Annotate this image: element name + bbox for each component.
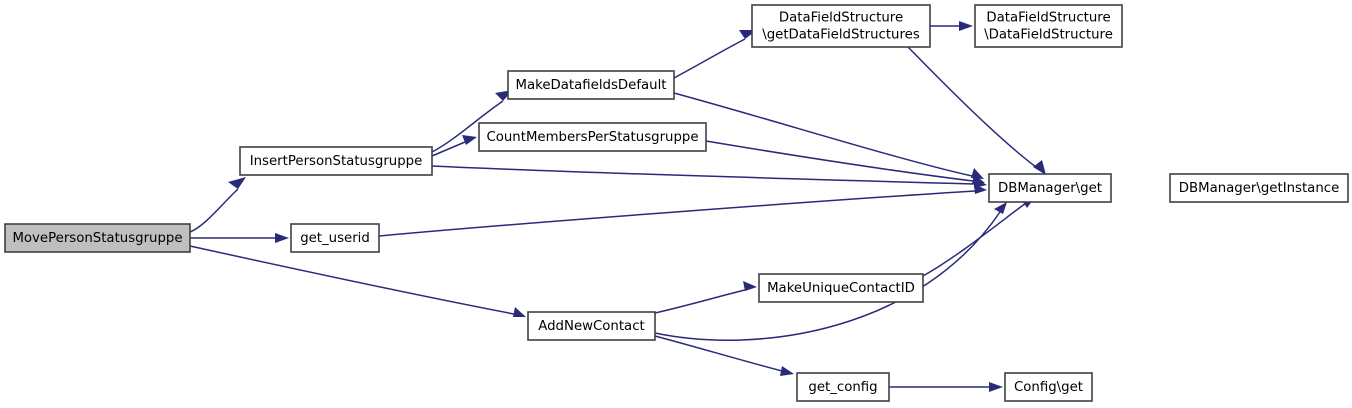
graph-node-get_config[interactable]: get_config	[796, 372, 890, 402]
node-box[interactable]	[796, 372, 890, 402]
edge-make_datafields_default-to-datafieldstructure_getdatafieldstructures	[673, 30, 757, 79]
graph-node-make_datafields_default[interactable]: MakeDatafieldsDefault	[507, 70, 675, 100]
edge-move_person_statusgruppe-to-get_userid	[190, 233, 289, 243]
arrowhead-icon	[275, 233, 289, 243]
graph-node-datafieldstructure_getdatafieldstructures[interactable]: DataFieldStructure \getDataFieldStructure…	[751, 4, 931, 48]
arrowhead-icon	[228, 177, 246, 189]
edge-get_userid-to-dbmanager_get	[378, 184, 987, 237]
graph-node-dbmanager_getinstance[interactable]: DBManager\getInstance	[1169, 173, 1349, 203]
arrowhead-icon	[513, 307, 526, 317]
node-box[interactable]	[1004, 372, 1093, 402]
node-label: get_userid	[300, 231, 370, 246]
graph-node-insert_person_statusgruppe[interactable]: InsertPersonStatusgruppe	[239, 146, 433, 176]
node-box[interactable]	[478, 122, 707, 152]
arrowhead-icon	[974, 184, 987, 194]
node-box[interactable]	[290, 223, 380, 253]
node-label: AddNewContact	[538, 319, 644, 334]
node-label: InsertPersonStatusgruppe	[250, 154, 423, 169]
graph-node-config_get[interactable]: Config\get	[1004, 372, 1093, 402]
node-box[interactable]	[507, 70, 675, 100]
edge-add_new_contact-to-get_config	[654, 335, 794, 376]
edge-datafieldstructure_getdatafieldstructures-to-datafieldstructure_datafieldstructure	[930, 21, 973, 31]
edge-add_new_contact-to-make_unique_contact_id	[654, 281, 757, 314]
node-label: DataFieldStructure	[779, 11, 903, 26]
node-label: DBManager\get	[998, 181, 1102, 196]
edges-layer	[189, 21, 1046, 392]
edge-datafieldstructure_getdatafieldstructures-to-dbmanager_get	[907, 46, 1046, 175]
arrowhead-icon	[780, 366, 794, 376]
graph-node-make_unique_contact_id[interactable]: MakeUniqueContactID	[758, 273, 924, 303]
node-label: get_config	[808, 380, 877, 395]
arrowhead-icon	[972, 174, 985, 184]
node-box[interactable]	[751, 4, 931, 48]
node-label: Config\get	[1014, 380, 1083, 395]
node-box[interactable]	[758, 273, 924, 303]
node-box[interactable]	[988, 173, 1112, 203]
edge-make_unique_contact_id-to-dbmanager_get	[922, 196, 1036, 277]
edge-move_person_statusgruppe-to-add_new_contact	[189, 245, 526, 317]
edge-get_config-to-config_get	[889, 382, 1003, 392]
node-label: MovePersonStatusgruppe	[12, 231, 182, 246]
node-label: CountMembersPerStatusgruppe	[486, 130, 698, 145]
arrowhead-icon	[1033, 160, 1046, 175]
node-label: DBManager\getInstance	[1179, 181, 1340, 196]
graph-node-datafieldstructure_datafieldstructure[interactable]: DataFieldStructure \DataFieldStructure	[974, 4, 1123, 48]
node-label: DataFieldStructure	[986, 11, 1110, 26]
edge-count_members_per_statusgruppe-to-dbmanager_get	[705, 140, 985, 184]
graph-node-move_person_statusgruppe[interactable]: MovePersonStatusgruppe	[4, 223, 191, 253]
node-box[interactable]	[1169, 173, 1349, 203]
node-label: MakeUniqueContactID	[767, 281, 915, 296]
edge-add_new_contact-to-dbmanager_get	[654, 202, 1007, 341]
arrowhead-icon	[959, 21, 973, 31]
node-box[interactable]	[239, 146, 433, 176]
node-label: \getDataFieldStructures	[762, 28, 920, 43]
nodes-layer: MovePersonStatusgruppe InsertPersonStatus…	[4, 4, 1349, 402]
node-box[interactable]	[974, 4, 1123, 48]
edge-insert_person_statusgruppe-to-count_members_per_statusgruppe	[431, 135, 477, 157]
graph-node-count_members_per_statusgruppe[interactable]: CountMembersPerStatusgruppe	[478, 122, 707, 152]
arrowhead-icon	[743, 281, 757, 291]
graph-node-add_new_contact[interactable]: AddNewContact	[527, 311, 656, 341]
node-box[interactable]	[527, 311, 656, 341]
edge-move_person_statusgruppe-to-insert_person_statusgruppe	[189, 177, 246, 233]
graph-node-get_userid[interactable]: get_userid	[290, 223, 380, 253]
node-label: MakeDatafieldsDefault	[516, 78, 667, 93]
arrowhead-icon	[989, 382, 1003, 392]
edge-make_datafields_default-to-dbmanager_get	[673, 92, 984, 179]
arrowhead-icon	[994, 202, 1007, 214]
node-label: \DataFieldStructure	[984, 28, 1113, 43]
graph-node-dbmanager_get[interactable]: DBManager\get	[988, 173, 1112, 203]
node-box[interactable]	[4, 223, 191, 253]
arrowhead-icon	[462, 135, 477, 145]
edge-insert_person_statusgruppe-to-dbmanager_get	[431, 165, 987, 188]
